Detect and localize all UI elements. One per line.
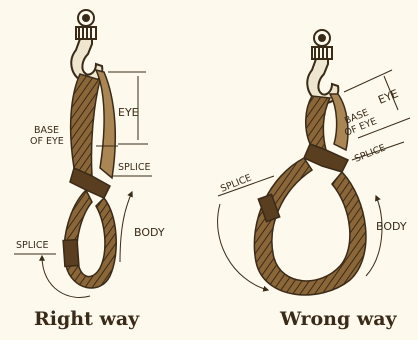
wrong-way-panel: EYE BASE OF EYE SPLICE SPLICE BODY: [218, 30, 410, 295]
label-splice-top: SPLICE: [118, 162, 151, 173]
caption-wrong-way: Wrong way: [280, 308, 397, 330]
hoist-hook-icon: [307, 30, 338, 103]
label-base-of-eye-1: BASE: [34, 125, 59, 136]
right-way-panel: EYE BASE OF EYE SPLICE BODY SPLICE: [14, 10, 165, 297]
label-splice-left: SPLICE: [219, 172, 253, 194]
label-splice-bottom: SPLICE: [16, 240, 49, 251]
label-eye: EYE: [376, 87, 400, 107]
sling: [63, 70, 116, 288]
label-base-of-eye-2: OF EYE: [30, 136, 64, 147]
label-body: BODY: [376, 220, 407, 233]
label-body: BODY: [134, 226, 165, 239]
label-splice-top: SPLICE: [353, 142, 387, 164]
caption-right-way: Right way: [34, 308, 139, 330]
label-eye: EYE: [118, 106, 139, 119]
